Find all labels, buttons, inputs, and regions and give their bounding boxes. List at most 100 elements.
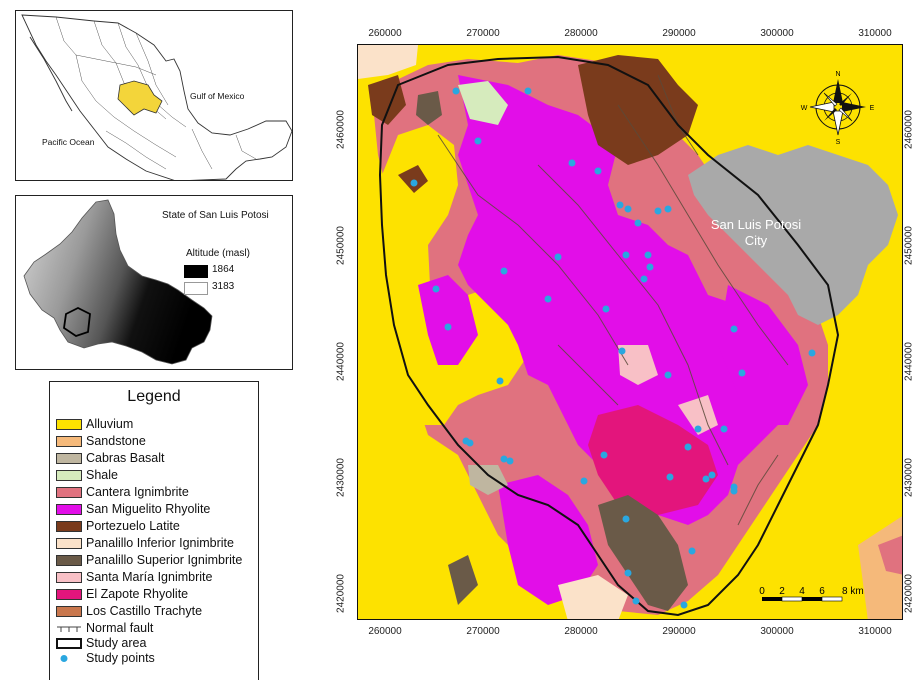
x-tick-label: 290000 (662, 626, 696, 637)
study-points (410, 87, 816, 609)
study-point (506, 457, 514, 465)
legend-label: Study points (86, 651, 155, 665)
study-point (622, 515, 630, 523)
study-point (410, 179, 418, 187)
normal-faults (437, 74, 789, 526)
legend-label: San Miguelito Rhyolite (86, 502, 211, 516)
y-tick-label: 2430000 (335, 458, 347, 497)
legend-label: Los Castillo Trachyte (86, 604, 203, 618)
unit-portezuelo-ne (578, 55, 698, 165)
study-point (452, 87, 460, 95)
x-tick-label: 300000 (760, 626, 794, 637)
study-point (474, 137, 482, 145)
x-tick-label: 260000 (368, 28, 402, 39)
study-point (568, 159, 576, 167)
legend-swatch (56, 418, 82, 430)
north-arrow: N S E W (801, 71, 875, 146)
x-tick-label: 310000 (858, 626, 892, 637)
unit-cabras-basalt (468, 465, 508, 495)
study-area-boundary (378, 55, 840, 617)
study-point (680, 601, 688, 609)
unit-san-miguelito-e (718, 285, 808, 425)
legend-label: Cabras Basalt (86, 451, 165, 465)
legend-item: Alluvium (56, 416, 133, 432)
study-point (632, 597, 640, 605)
study-point (554, 253, 562, 261)
legend-label: Sandstone (86, 434, 146, 448)
unit-el-zapote (588, 405, 718, 515)
y-tick-label: 2420000 (335, 574, 347, 613)
study-point (702, 475, 710, 483)
legend-item: Santa María Ignimbrite (56, 569, 212, 585)
study-point (738, 369, 746, 377)
east-label: E (870, 105, 875, 112)
altitude-swatch-high (184, 282, 208, 295)
legend-swatch (56, 571, 82, 583)
legend-label: Shale (86, 468, 118, 482)
study-point (594, 167, 602, 175)
y-tick-label: 2420000 (903, 574, 915, 613)
study-point-icon (56, 653, 82, 664)
normal-fault-icon (56, 623, 82, 634)
legend-label: Santa María Ignimbrite (86, 570, 213, 584)
study-point (602, 305, 610, 313)
legend-item: Panalillo Inferior Ignimbrite (56, 535, 234, 551)
unit-panalillo-sup-n (416, 91, 442, 125)
legend-item: Shale (56, 467, 118, 483)
study-area-icon (56, 637, 82, 649)
legend-label: Study area (86, 636, 147, 650)
legend-swatch (56, 537, 82, 549)
x-tick-label: 310000 (858, 28, 892, 39)
legend-swatch (56, 588, 82, 600)
legend-title: Legend (127, 388, 181, 405)
x-tick-label: 290000 (662, 28, 696, 39)
legend-item: Portezuelo Latite (56, 518, 180, 534)
scale-label: 8 km (842, 586, 864, 597)
study-point (544, 295, 552, 303)
legend-item: Study points (56, 650, 155, 666)
altitude-swatch-low (184, 265, 208, 278)
study-point (624, 569, 632, 577)
study-point (688, 547, 696, 555)
unit-alluvium-west (378, 125, 528, 425)
legend-swatch (56, 435, 82, 447)
study-point (664, 205, 672, 213)
legend-item: El Zapote Rhyolite (56, 586, 188, 602)
legend-swatch (56, 486, 82, 498)
study-point (500, 267, 508, 275)
altitude-title: Altitude (masl) (186, 248, 250, 259)
west-label: W (801, 105, 808, 112)
legend-label: Panalillo Superior Ignimbrite (86, 553, 243, 567)
unit-santa-maria (618, 345, 658, 385)
study-point (720, 425, 728, 433)
legend-swatch (56, 452, 82, 464)
altitude-value-high: 3183 (212, 281, 235, 292)
legend-swatch (56, 520, 82, 532)
city-label-line1: San Luis Potosi (711, 217, 801, 232)
san-luis-potosi-highlight (117, 80, 163, 116)
scale-label: 4 (799, 586, 805, 597)
legend-item: San Miguelito Rhyolite (56, 501, 210, 517)
legend-swatch (56, 554, 82, 566)
pacific-ocean-label: Pacific Ocean (42, 137, 95, 147)
study-point (580, 477, 588, 485)
unit-shale (458, 81, 508, 125)
study-point (624, 205, 632, 213)
legend-item: Cantera Ignimbrite (56, 484, 189, 500)
y-tick-label: 2460000 (335, 110, 347, 149)
mexico-outline (21, 14, 292, 180)
study-point (730, 483, 738, 491)
unit-panalillo-sup-sw (448, 555, 478, 605)
study-point (708, 471, 716, 479)
study-point (646, 263, 654, 271)
study-point (444, 323, 452, 331)
legend-item: Cabras Basalt (56, 450, 165, 466)
study-point (466, 439, 474, 447)
x-tick-label: 280000 (564, 28, 598, 39)
y-tick-label: 2450000 (335, 226, 347, 265)
y-tick-label: 2450000 (903, 226, 915, 265)
study-point (694, 425, 702, 433)
study-point (524, 87, 532, 95)
